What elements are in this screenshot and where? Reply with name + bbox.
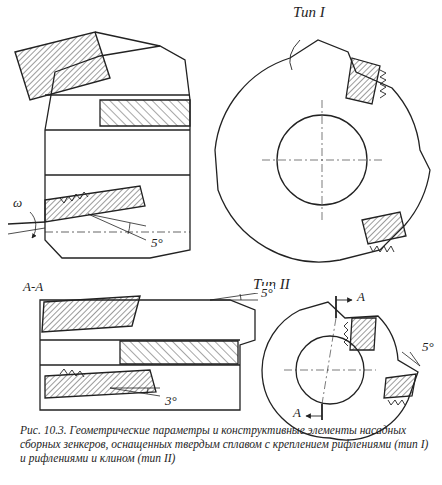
drawing-stroke: [346, 58, 380, 104]
drawing-stroke: [284, 370, 376, 371]
drawing-stroke: [384, 374, 416, 398]
drawing-stroke: [100, 100, 190, 126]
drawing-stroke: [88, 214, 146, 240]
drawing-stroke: [210, 293, 258, 300]
drawing-stroke: [210, 300, 258, 301]
drawing-stroke: [321, 404, 323, 420]
drawing-stroke: [344, 322, 348, 346]
drawing-stroke: [262, 302, 418, 440]
drawing-stroke: [8, 222, 45, 224]
section-label: А-А: [22, 280, 44, 294]
drawing-stroke: [45, 232, 190, 233]
drawing-stroke: [110, 388, 160, 396]
drawing-stroke: [42, 296, 140, 332]
drawing-stroke: [306, 416, 322, 417]
angle-label: ω: [12, 196, 23, 210]
angle-label: 5°: [421, 340, 435, 354]
drawing-stroke: [8, 32, 430, 440]
figure-caption: Рис. 10.3. Геометрические параметры и ко…: [20, 424, 432, 465]
angle-label: 3°: [164, 394, 178, 408]
drawing-stroke: [60, 192, 88, 203]
section-mark: А: [356, 290, 366, 304]
drawing-stroke: [45, 174, 190, 175]
drawing-stroke: [322, 318, 336, 404]
angle-label: 5°: [260, 286, 274, 300]
drawing-stroke: [335, 296, 337, 318]
drawing-stroke: [380, 70, 386, 98]
drawing-stroke: [240, 294, 241, 300]
drawing-stroke: [45, 94, 190, 95]
drawing-stroke: [88, 214, 146, 226]
drawing-stroke: [410, 352, 420, 366]
drawing-stroke: [95, 32, 160, 46]
drawing-stroke: [45, 370, 156, 398]
drawing-stroke: [215, 40, 430, 262]
drawing-stroke: [336, 300, 352, 301]
drawing-stroke: [110, 388, 160, 389]
angle-label: 5°: [150, 236, 164, 250]
drawing-stroke: [402, 352, 420, 366]
drawing-stroke: [45, 129, 190, 130]
drawing-stroke: [322, 100, 323, 220]
drawing-stroke: [15, 32, 110, 100]
drawing-stroke: [128, 223, 130, 234]
drawing-stroke: [388, 400, 405, 405]
view-heading: Тип I: [292, 4, 326, 21]
drawing-stroke: [8, 228, 45, 234]
drawing-stroke: [370, 246, 394, 252]
drawing-stroke: [30, 212, 36, 238]
drawing-stroke: [45, 186, 145, 222]
drawing-stroke: [147, 388, 148, 394]
drawing-stroke: [362, 212, 406, 244]
section-mark: А: [292, 406, 302, 420]
drawing-stroke: [60, 369, 84, 377]
drawing-stroke: [120, 341, 238, 364]
drawing-stroke: [350, 318, 376, 350]
drawing-stroke: [290, 40, 300, 70]
